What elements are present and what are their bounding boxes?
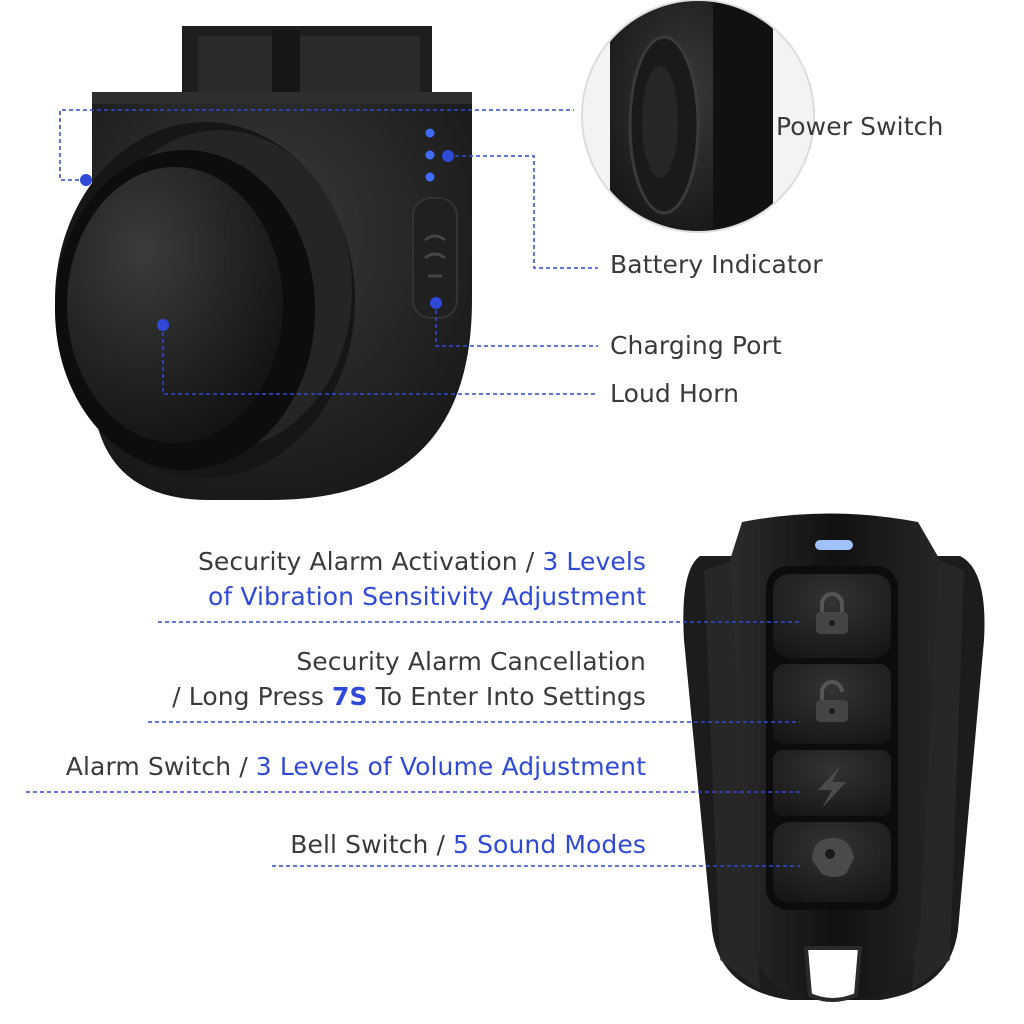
callout-lines-top	[59, 109, 598, 395]
lightning-icon	[818, 766, 846, 808]
bell-icon	[812, 838, 854, 877]
power-switch-zoom	[581, 0, 815, 233]
activation-label-line1: Security Alarm Activation / 3 Levels	[197, 547, 646, 576]
alarm-unit	[55, 26, 472, 500]
callout-dots-top	[80, 150, 454, 331]
activation-label-line2: of Vibration Sensitivity Adjustment	[208, 582, 646, 611]
callout-lines-remote	[26, 621, 800, 867]
power-switch-label: Power Switch	[776, 112, 944, 141]
alarm-switch-label: Alarm Switch / 3 Levels of Volume Adjust…	[65, 752, 646, 781]
cancellation-label-line1: Security Alarm Cancellation	[296, 647, 646, 676]
unlock-icon	[816, 680, 848, 722]
charging-port-label: Charging Port	[610, 331, 782, 360]
bell-switch-label: Bell Switch / 5 Sound Modes	[290, 830, 646, 859]
remote-control	[683, 513, 985, 1002]
loud-horn-label: Loud Horn	[610, 379, 740, 408]
cancellation-label-line2: / Long Press 7S To Enter Into Settings	[172, 682, 646, 711]
battery-indicator-label: Battery Indicator	[610, 250, 823, 279]
lock-icon	[816, 592, 848, 634]
